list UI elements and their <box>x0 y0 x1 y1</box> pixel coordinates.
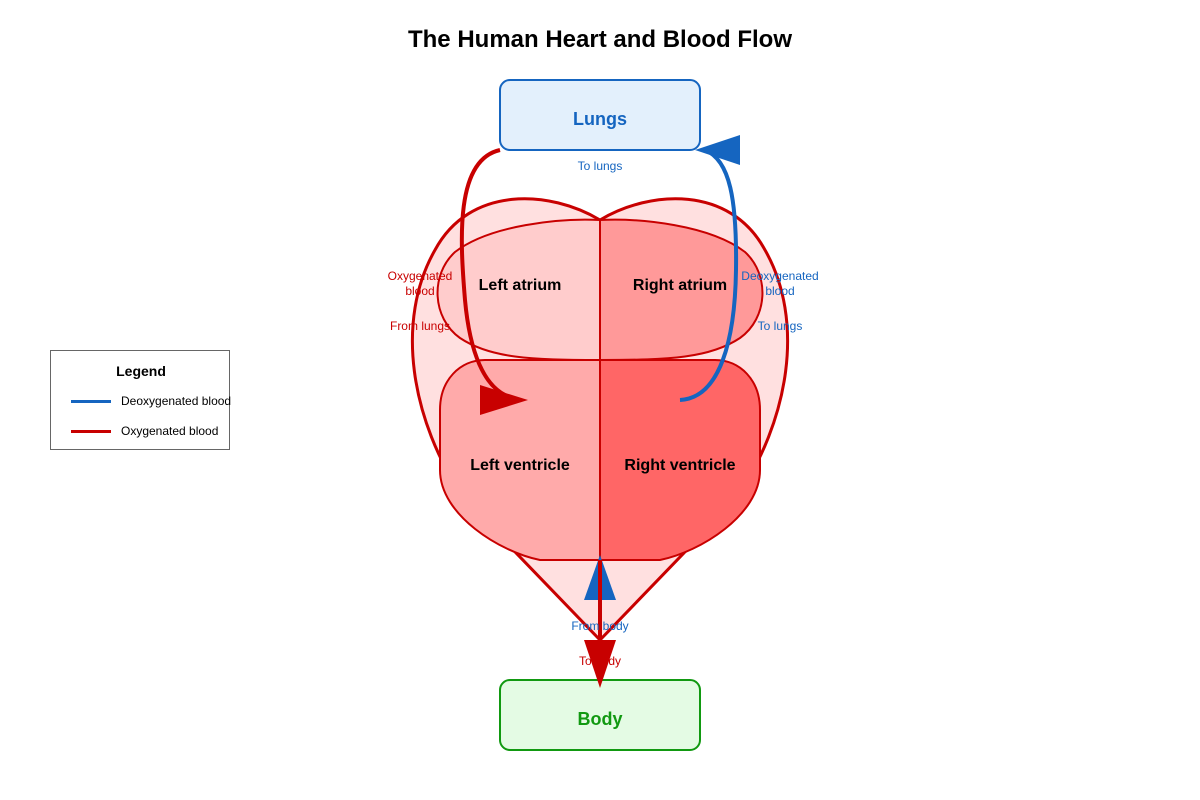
from-body-label: From body <box>571 619 628 633</box>
to-lungs-right-label: To lungs <box>758 319 803 333</box>
to-body-label: To body <box>579 654 621 668</box>
to-lungs-top-label: To lungs <box>578 159 623 173</box>
left-ventricle-label: Left ventricle <box>470 457 570 474</box>
oxygenated-blood-label-2: blood <box>405 284 434 298</box>
oxygenated-flow-from-lungs <box>459 148 506 397</box>
to-body-arrowhead <box>584 640 616 688</box>
left-atrium-label: Left atrium <box>479 277 562 294</box>
legend: Legend Deoxygenated blood Oxygenated blo… <box>50 350 231 450</box>
left-atrium-chamber[interactable] <box>436 218 601 362</box>
deoxygenated-blood-label-1: Deoxygenated <box>741 269 818 283</box>
deoxygenated-arrowhead-lungs <box>695 135 740 165</box>
legend-label-oxygenated: Oxygenated blood <box>121 424 219 438</box>
lungs-box[interactable] <box>499 79 701 151</box>
deoxygenated-swatch <box>71 399 111 403</box>
oxygenated-blood-label-1: Oxygenated <box>388 269 453 283</box>
legend-item-deoxygenated: Deoxygenated blood <box>71 393 231 409</box>
lungs-label: Lungs <box>573 109 627 129</box>
from-lungs-label: From lungs <box>390 319 450 333</box>
deoxygenated-blood-label-2: blood <box>765 284 794 298</box>
deoxygenated-flow-to-lungs <box>679 148 739 402</box>
diagram-title: The Human Heart and Blood Flow <box>407 26 792 53</box>
legend-label-deoxygenated: Deoxygenated blood <box>121 394 232 408</box>
oxygenated-arrowhead-left-ventricle <box>480 385 528 415</box>
right-atrium-chamber[interactable] <box>599 218 764 362</box>
body-label: Body <box>578 709 623 729</box>
legend-item-oxygenated: Oxygenated blood <box>71 423 218 439</box>
right-ventricle-label: Right ventricle <box>624 457 735 474</box>
right-ventricle-chamber[interactable] <box>599 359 761 561</box>
legend-title: Legend <box>116 363 166 379</box>
right-atrium-label: Right atrium <box>633 277 727 294</box>
oxygenated-swatch <box>71 429 111 433</box>
